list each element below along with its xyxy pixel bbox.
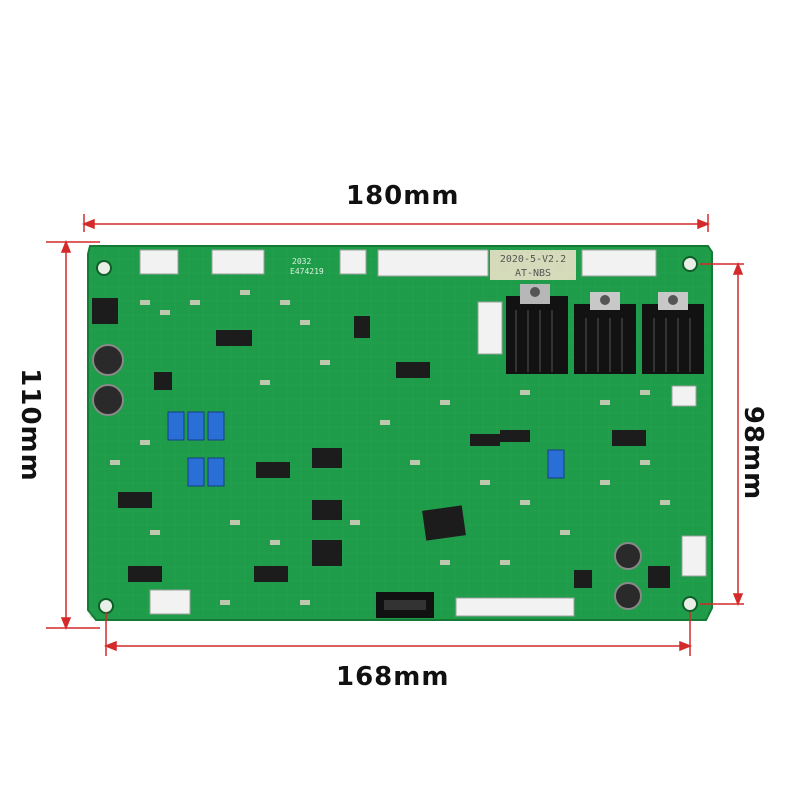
year-label: 2032 xyxy=(292,257,311,266)
height-left-label: 110mm xyxy=(15,368,45,482)
dimension-lines xyxy=(46,214,744,656)
version-tag xyxy=(490,250,576,280)
model-label: AT-NBS xyxy=(515,268,551,279)
capacitors xyxy=(92,344,642,610)
heatsinks xyxy=(506,284,704,374)
height-right-label: 98mm xyxy=(738,405,768,501)
code-label: E474219 xyxy=(290,267,324,276)
smd-components xyxy=(110,290,670,605)
mounting-holes xyxy=(96,256,698,614)
trim-pots xyxy=(167,411,565,487)
width-top-label: 180mm xyxy=(346,181,460,211)
version-label: 2020-5-V2.2 xyxy=(500,254,566,265)
ic-chips xyxy=(92,298,670,588)
width-bottom-label: 168mm xyxy=(336,662,450,692)
top-connectors xyxy=(139,249,707,617)
